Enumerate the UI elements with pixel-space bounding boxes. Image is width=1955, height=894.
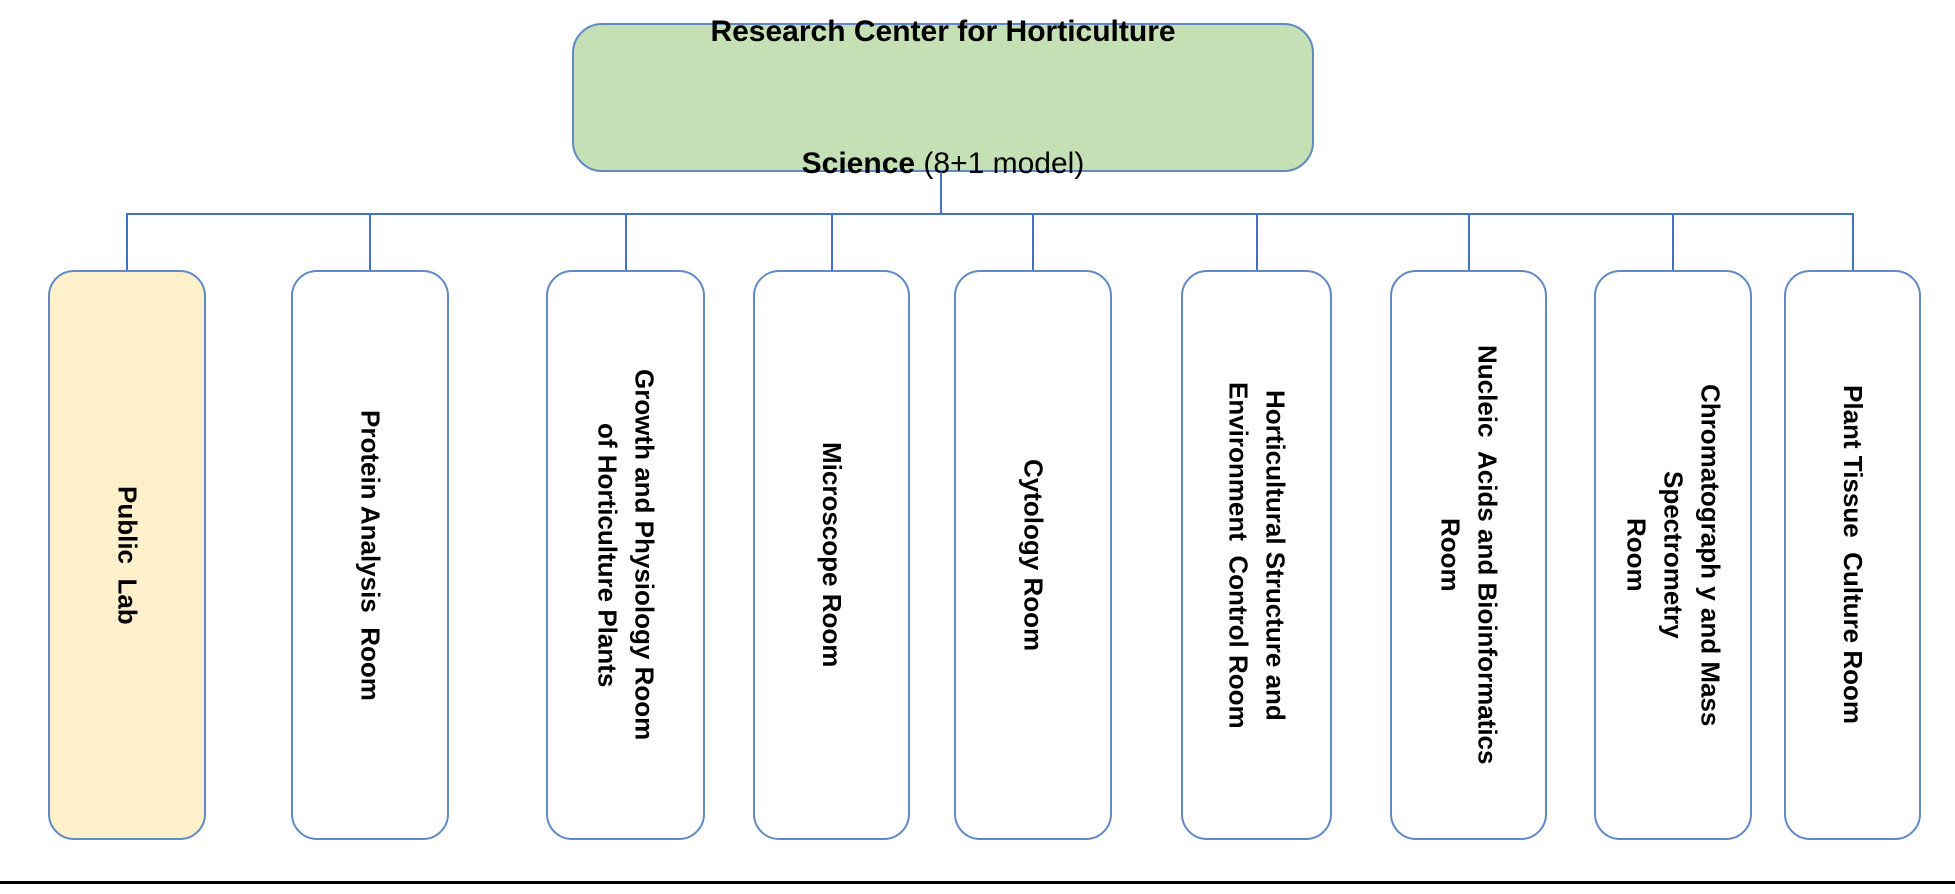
connector-drop-1 [126,213,128,270]
root-title-line1: Research Center for Horticulture [710,14,1176,48]
room-label-line: Protein Analysis Room [355,409,386,701]
connector-drop-6 [1256,213,1258,270]
node-protein-analysis-room: Protein Analysis Room [291,270,449,840]
room-label: Cytology Room [1015,272,1052,838]
connector-drop-5 [1032,213,1034,270]
room-label-line: Room [1435,518,1466,592]
bottom-rule [0,881,1955,884]
room-label-line: Chromatograph y and Mass [1695,383,1726,727]
root-title-line2: Science (8+1 model) [801,146,1085,180]
root-node: Research Center for Horticulture Science… [572,15,1314,180]
connector-drop-3 [625,213,627,270]
room-label-line: Spectrometry [1658,471,1689,639]
room-label-line: Cytology Room [1018,458,1049,652]
room-label-line: Room [1621,518,1652,592]
room-label-line: Public Lab [112,485,143,625]
root-title: Research Center for Horticulture Science… [710,0,1175,274]
connector-bus [126,213,1854,215]
node-cytology-room: Cytology Room [954,270,1112,840]
node-microscope-room: Microscope Room [753,270,910,840]
room-label-line: Growth and Physiology Room [629,369,660,741]
room-label-line: Microscope Room [817,442,847,668]
room-label: Plant Tissue Culture Room [1834,272,1871,838]
connector-drop-8 [1672,213,1674,270]
room-label: Protein Analysis Room [352,272,389,838]
room-label-line: Horticultural Structure and [1260,389,1291,721]
room-label-line: Plant Tissue Culture Room [1838,385,1868,725]
room-label: Public Lab [109,272,146,838]
connector-drop-4 [831,213,833,270]
connector-stub [940,172,942,215]
room-label-line: Environment Control Room [1223,381,1254,729]
room-label-line: of Horticulture Plants [592,422,623,688]
connector-drop-9 [1852,213,1854,270]
node-plant-tissue-culture-room: Plant Tissue Culture Room [1784,270,1921,840]
room-label-line: Nucleic Acids and Bioinformatics [1472,345,1503,765]
node-public-lab: Public Lab [48,270,206,840]
room-label: Microscope Room [813,272,850,838]
connector-drop-7 [1468,213,1470,270]
connector-drop-2 [369,213,371,270]
